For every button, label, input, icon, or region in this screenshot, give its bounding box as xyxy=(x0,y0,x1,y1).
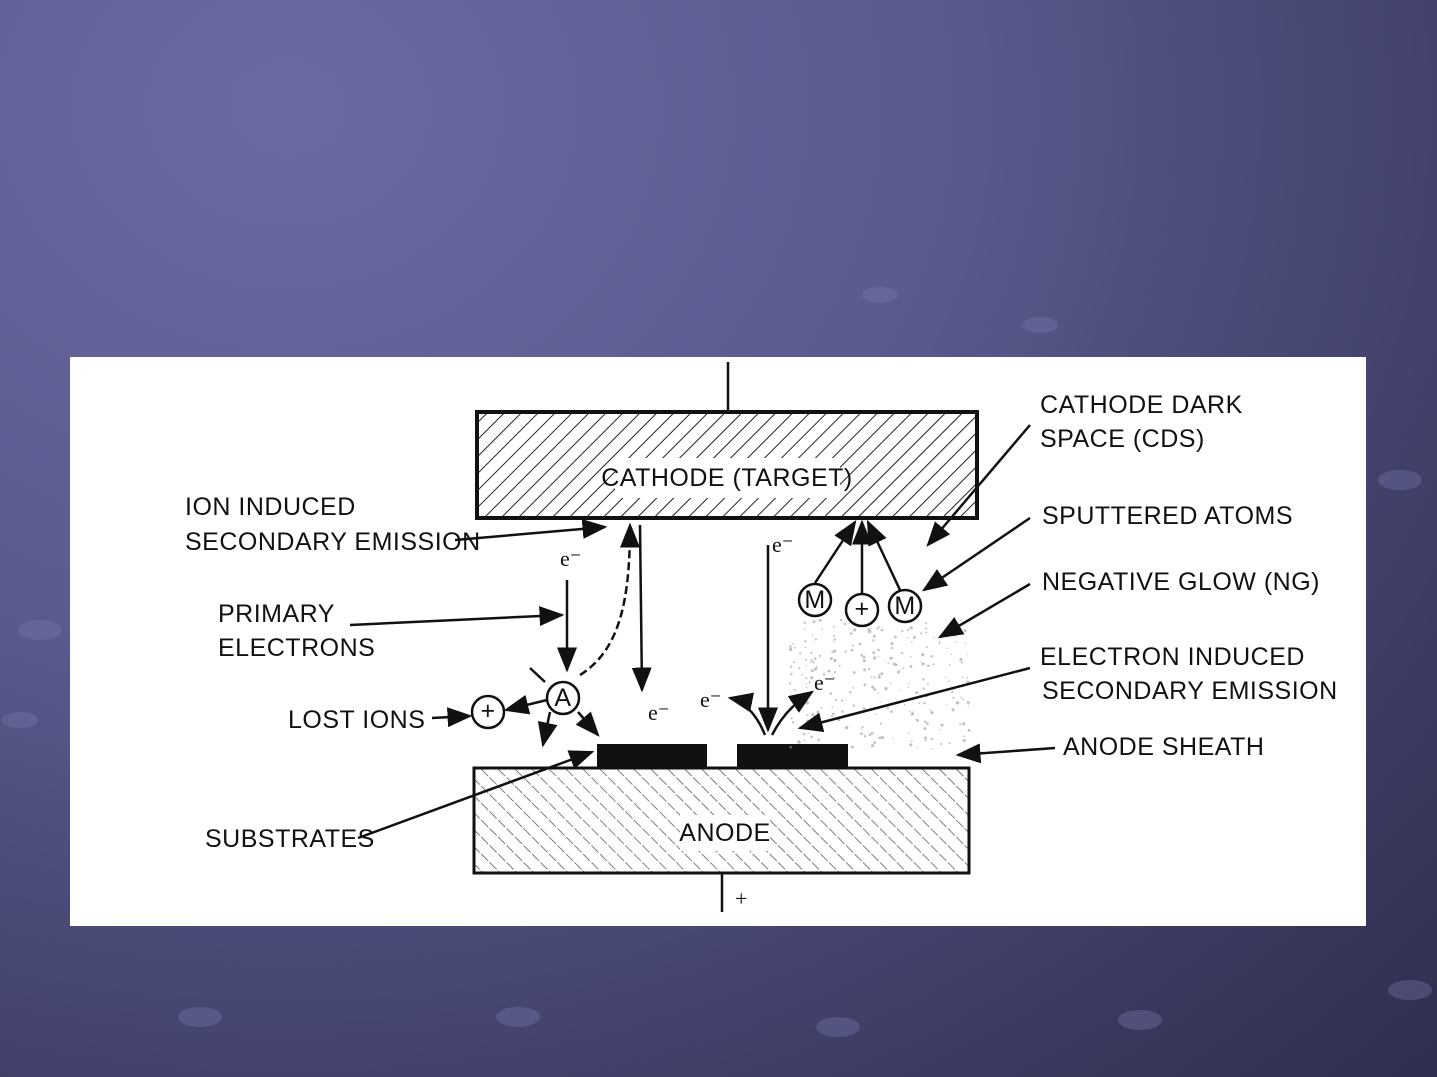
label-cathode-dark-space: CATHODE DARK xyxy=(1040,391,1243,419)
svg-text:M: M xyxy=(894,592,915,620)
sputtered-atom-2: M xyxy=(887,588,923,624)
label-ion-induced: SECONDARY EMISSION xyxy=(185,528,481,556)
lost-ion: + xyxy=(470,694,506,730)
electron-label: e⁻ xyxy=(560,546,581,571)
svg-text:A: A xyxy=(554,684,571,712)
svg-text:M: M xyxy=(804,586,825,614)
label-anode-sheath: ANODE SHEATH xyxy=(1063,733,1264,761)
cathode-label: CATHODE (TARGET) xyxy=(601,464,853,492)
label-primary-electrons: PRIMARY xyxy=(218,600,335,628)
ion-particle: + xyxy=(844,592,880,628)
label-electron-induced: ELECTRON INDUCED xyxy=(1040,643,1305,671)
electron-label: e⁻ xyxy=(814,670,835,695)
anode-plus: + xyxy=(735,886,747,911)
label-sputtered-atoms: SPUTTERED ATOMS xyxy=(1042,502,1293,530)
label-substrates: SUBSTRATES xyxy=(205,825,375,853)
label-negative-glow: NEGATIVE GLOW (NG) xyxy=(1042,568,1320,596)
electron-label: e⁻ xyxy=(772,532,793,557)
label-electron-induced: SECONDARY EMISSION xyxy=(1042,677,1338,705)
substrate-1 xyxy=(597,744,707,768)
svg-text:+: + xyxy=(854,595,869,623)
sputtered-atom-1: M xyxy=(797,582,833,618)
substrate-2 xyxy=(737,744,848,768)
label-primary-electrons: ELECTRONS xyxy=(218,634,375,662)
cathode-target xyxy=(475,410,979,520)
argon-atom: A xyxy=(545,680,581,716)
anode-label: ANODE xyxy=(679,819,770,847)
electron-label: e⁻ xyxy=(648,700,669,725)
svg-text:+: + xyxy=(480,697,495,725)
label-ion-induced: ION INDUCED xyxy=(185,493,356,521)
electron-label: e⁻ xyxy=(700,687,721,712)
label-lost-ions: LOST IONS xyxy=(288,706,425,734)
label-cathode-dark-space: SPACE (CDS) xyxy=(1040,425,1205,453)
